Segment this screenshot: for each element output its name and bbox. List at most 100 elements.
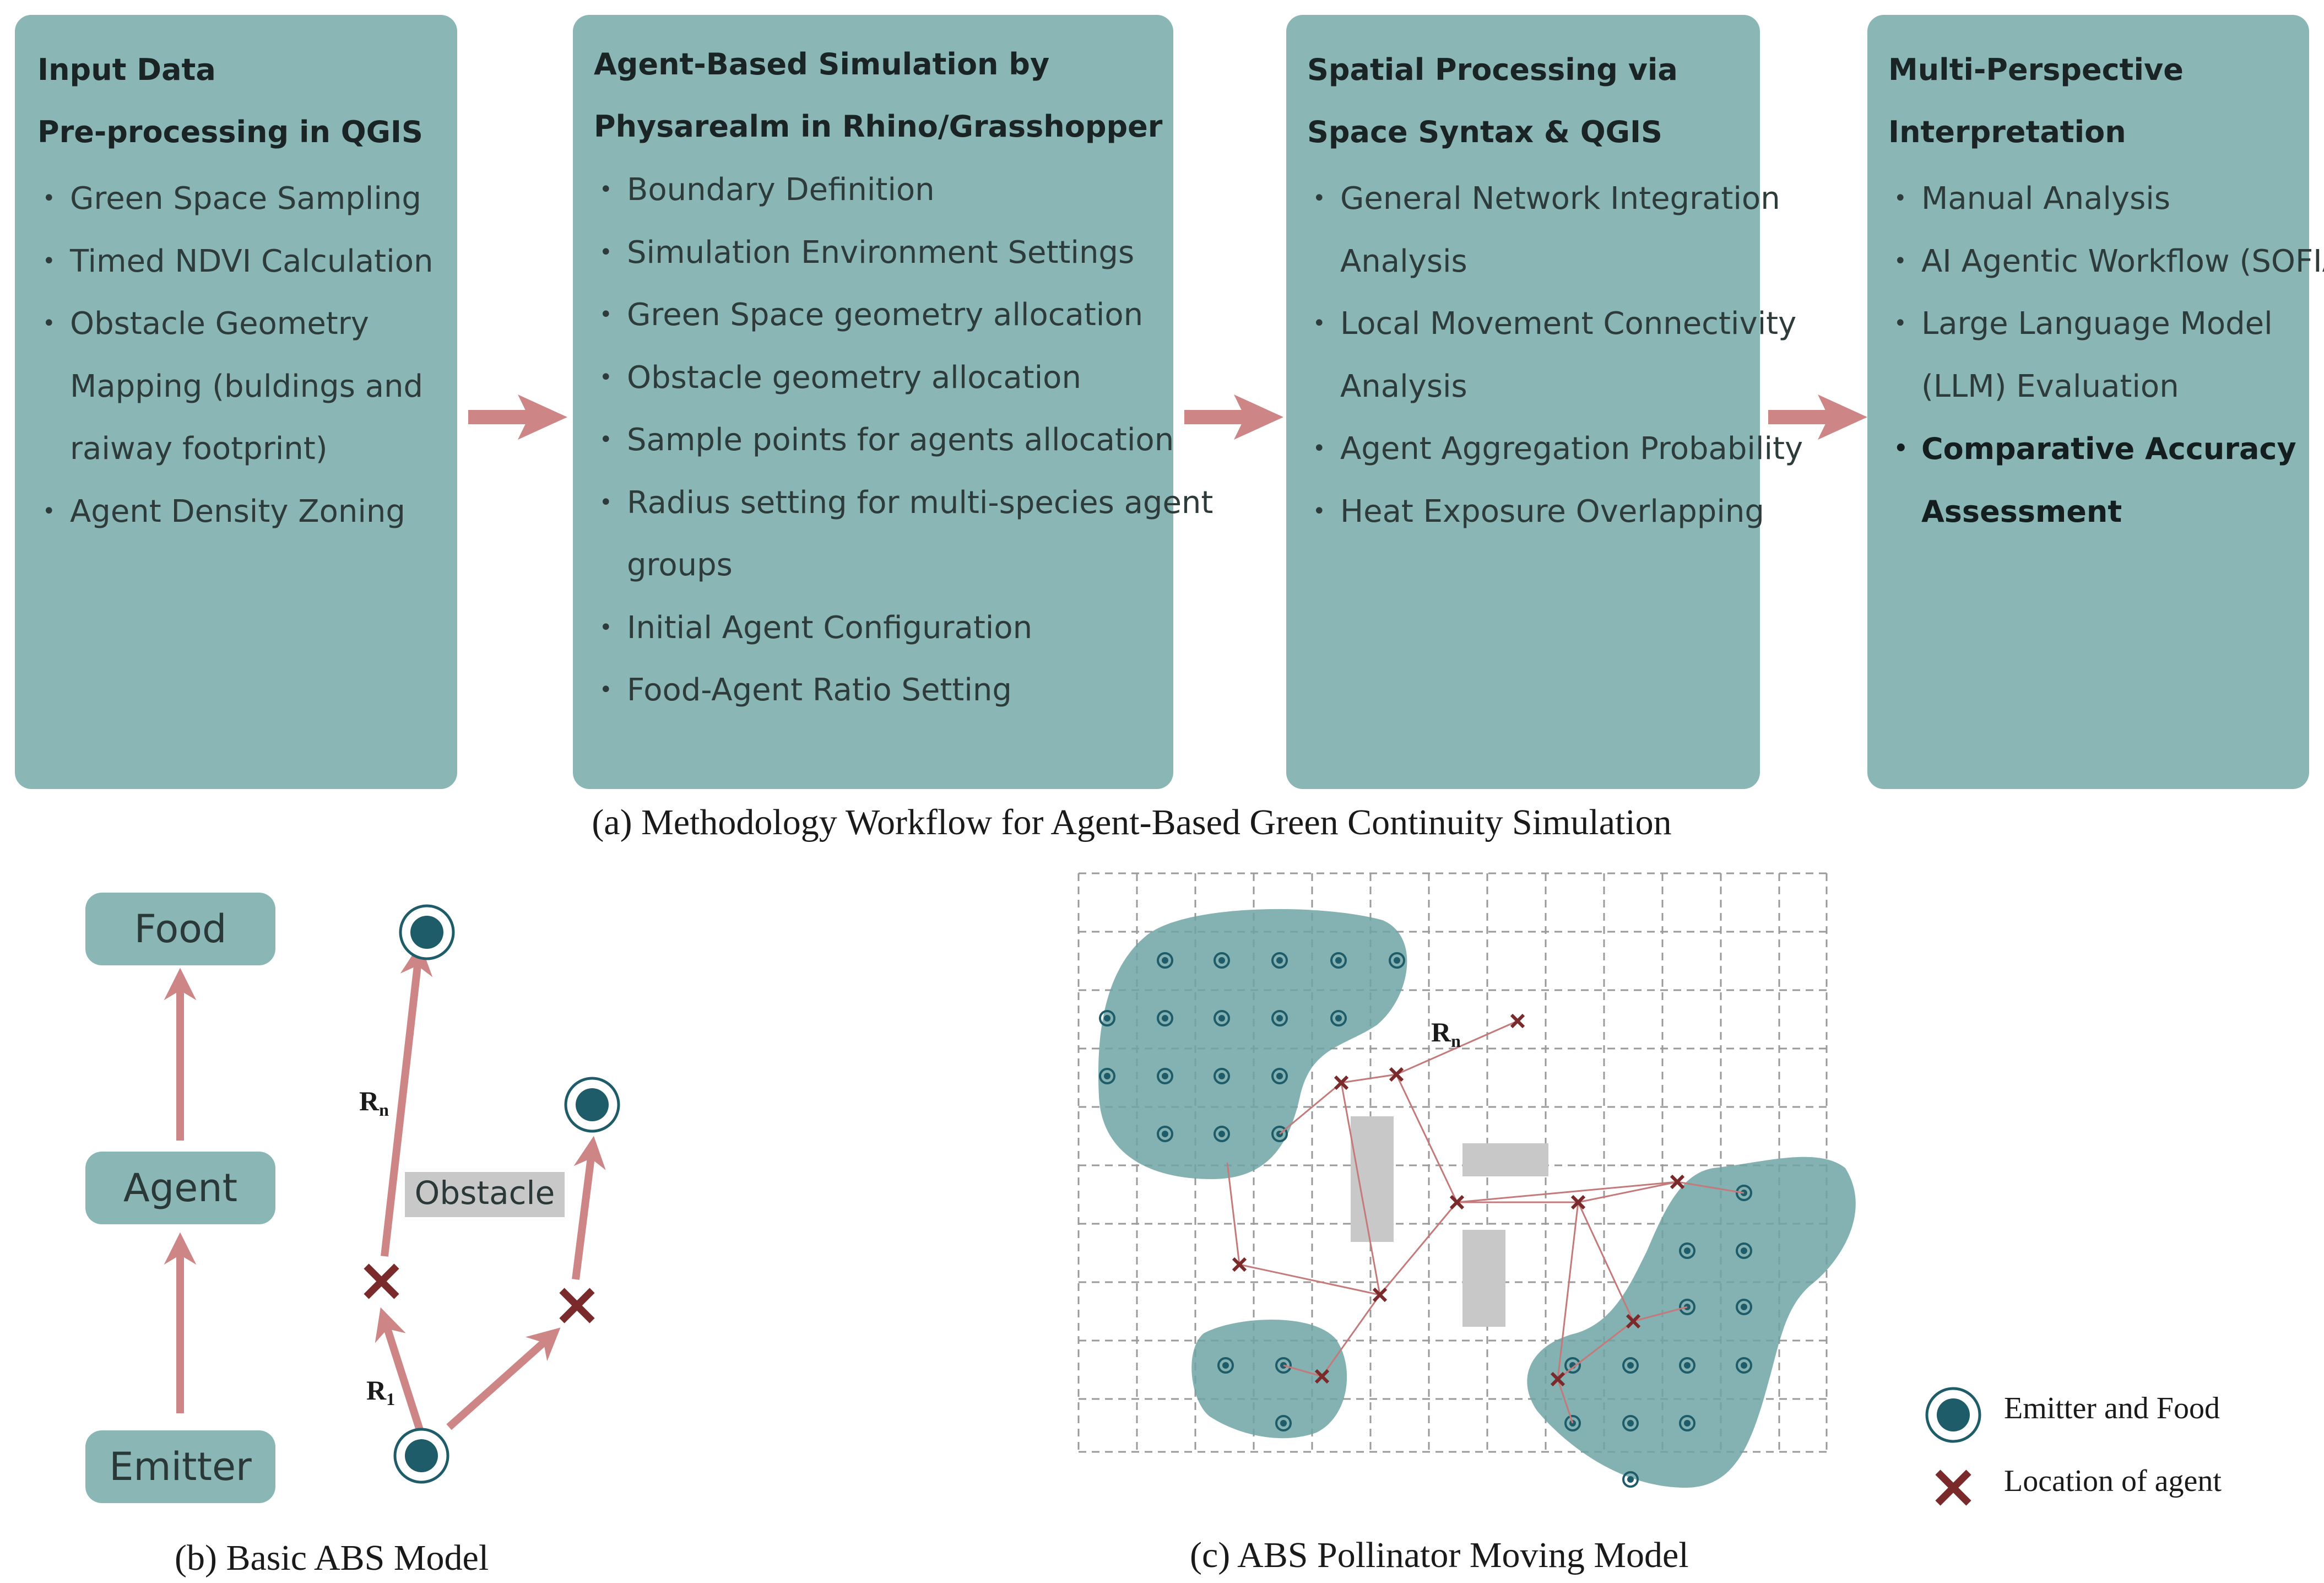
workflow-bullet-text: Mapping (buldings and bbox=[70, 368, 424, 404]
workflow-box-title-line: Multi-Perspective bbox=[1888, 52, 2184, 87]
emitter-dot bbox=[1157, 952, 1173, 969]
workflow-bullet-item: •Timed NDVI Calculation bbox=[42, 230, 433, 293]
emitter-dot bbox=[1564, 1415, 1581, 1431]
bullet-dot-icon: • bbox=[599, 239, 613, 265]
agent-marker bbox=[1372, 1287, 1388, 1303]
emitter-dot bbox=[1679, 1357, 1695, 1374]
emitter-dot-core bbox=[1741, 1362, 1747, 1369]
workflow-bullet-item: •Large Language Model bbox=[1894, 293, 2324, 355]
workflow-bullet-text: raiway footprint) bbox=[70, 431, 328, 467]
legend-emitter-food-marker bbox=[1925, 1387, 1981, 1443]
agent-marker bbox=[1232, 1257, 1247, 1272]
workflow-box-title-line: Pre-processing in QGIS bbox=[37, 115, 423, 149]
workflow-box-title-line: Agent-Based Simulation by bbox=[594, 47, 1050, 82]
emitter-dot bbox=[1736, 1357, 1752, 1374]
agent-marker bbox=[1449, 1195, 1465, 1210]
agent-path-line bbox=[1395, 1074, 1458, 1203]
agent-marker bbox=[1550, 1371, 1565, 1387]
emitter-dot bbox=[1736, 1299, 1752, 1315]
emitter-dot bbox=[1622, 1357, 1639, 1374]
obstacle-rect bbox=[1351, 1116, 1394, 1242]
emitter-dot-core bbox=[1335, 1015, 1342, 1022]
move-arrow-r1 bbox=[375, 1307, 424, 1431]
workflow-bullet-text: (LLM) Evaluation bbox=[1921, 368, 2179, 404]
workflow-bullet-text: Manual Analysis bbox=[1921, 181, 2171, 217]
radius-label-n: Rn bbox=[1431, 1017, 1461, 1051]
workflow-box-3 bbox=[1286, 15, 1760, 789]
agent-path-line bbox=[1557, 1320, 1634, 1380]
agent-path-line bbox=[1340, 1082, 1381, 1295]
flow-arrow-2 bbox=[1184, 395, 1283, 440]
emitter-dot bbox=[1389, 952, 1405, 969]
emitter-node: Emitter bbox=[85, 1430, 275, 1503]
emitter-dot-core bbox=[1162, 1073, 1168, 1079]
emitter-dot-core bbox=[1280, 1420, 1287, 1427]
agent-marker bbox=[1510, 1013, 1525, 1029]
emitter-dot-core bbox=[1218, 1131, 1225, 1137]
workflow-box-4 bbox=[1867, 15, 2309, 789]
emitter-dot-core bbox=[1162, 957, 1168, 964]
workflow-bullet-item: •Radius setting for multi-species agent bbox=[599, 472, 1213, 534]
workflow-bullet-item: •Sample points for agents allocation bbox=[599, 409, 1213, 472]
bullet-dot-icon: • bbox=[599, 677, 613, 703]
agent-path-line bbox=[1283, 1364, 1323, 1377]
workflow-bullet-item: •General Network Integration bbox=[1313, 168, 1803, 230]
workflow-bullet-text: Comparative Accuracy bbox=[1921, 431, 2296, 466]
workflow-box-title-line: Physarealm in Rhino/Grasshopper bbox=[594, 109, 1163, 144]
bullet-dot-icon: • bbox=[1313, 186, 1326, 211]
workflow-bullet-item: •Heat Exposure Overlapping bbox=[1313, 480, 1803, 543]
agent-node: Agent bbox=[85, 1152, 275, 1224]
emitter-dot bbox=[1217, 1357, 1234, 1374]
flow-arrow-3 bbox=[1768, 395, 1867, 440]
emitter-dot bbox=[1157, 1010, 1173, 1026]
workflow-bullet-text: Analysis bbox=[1340, 368, 1467, 404]
move-arrow-side-food bbox=[572, 1136, 606, 1280]
workflow-bullet-item: •Green Space geometry allocation bbox=[599, 284, 1213, 347]
workflow-box-title-line: Spatial Processing via bbox=[1307, 52, 1678, 87]
bullet-dot-icon: • bbox=[1313, 498, 1326, 524]
workflow-bullet-item: •Local Movement Connectivity bbox=[1313, 293, 1803, 355]
agent-marker bbox=[1389, 1067, 1404, 1082]
workflow-box-bullets: •Manual Analysis•AI Agentic Workflow (SO… bbox=[1894, 168, 2324, 543]
emitter-dot-core bbox=[1627, 1420, 1634, 1427]
food-marker-top bbox=[399, 904, 455, 960]
emitter-dot-core bbox=[1394, 957, 1400, 964]
move-arrow-side bbox=[446, 1327, 561, 1430]
basic-model-diagram: Obstacle R1 Rn bbox=[164, 904, 620, 1484]
agent-marker bbox=[1570, 1195, 1586, 1210]
bullet-dot-icon: • bbox=[599, 614, 613, 640]
emitter-dot-core bbox=[1218, 957, 1225, 964]
workflow-bullet-item: •Food-Agent Ratio Setting bbox=[599, 659, 1213, 722]
emitter-dot-core bbox=[1276, 1073, 1283, 1079]
agent-path-line bbox=[1239, 1263, 1380, 1296]
emitter-dot-core bbox=[1741, 1247, 1747, 1254]
bullet-dot-icon: • bbox=[1894, 248, 1907, 274]
agent-path-line bbox=[1577, 1202, 1634, 1322]
bullet-dot-icon: • bbox=[1894, 311, 1907, 336]
agent-marker bbox=[1670, 1174, 1685, 1190]
emitter-dot bbox=[1271, 1126, 1288, 1142]
workflow-arrows bbox=[468, 395, 1867, 440]
bullet-dot-icon: • bbox=[1313, 436, 1326, 461]
emitter-dot-core bbox=[1104, 1073, 1110, 1079]
emitter-dot-core bbox=[1104, 1015, 1110, 1022]
workflow-bullet-text: Agent Aggregation Probability bbox=[1340, 431, 1803, 467]
emitter-dot bbox=[1099, 1010, 1115, 1026]
workflow-bullet-text: Analysis bbox=[1340, 243, 1467, 279]
legend-emitter-food-label: Emitter and Food bbox=[2004, 1391, 2220, 1425]
agent-marker bbox=[1314, 1369, 1330, 1384]
workflow-bullet-item: •Initial Agent Configuration bbox=[599, 597, 1213, 660]
move-arrow-rn bbox=[381, 943, 433, 1257]
emitter-dot bbox=[1679, 1242, 1695, 1259]
emitter-dot-core bbox=[1162, 1131, 1168, 1137]
emitter-dot-core bbox=[1218, 1015, 1225, 1022]
workflow-bullet-text: Green Space Sampling bbox=[70, 181, 421, 217]
agent-path-line bbox=[1279, 1082, 1342, 1135]
emitter-dot-core bbox=[1222, 1362, 1229, 1369]
workflow-bullet-item: raiway footprint) bbox=[70, 418, 433, 480]
emitter-dot bbox=[1679, 1415, 1695, 1431]
agent-path-line bbox=[1341, 1073, 1397, 1084]
emitter-dot bbox=[1275, 1357, 1292, 1374]
